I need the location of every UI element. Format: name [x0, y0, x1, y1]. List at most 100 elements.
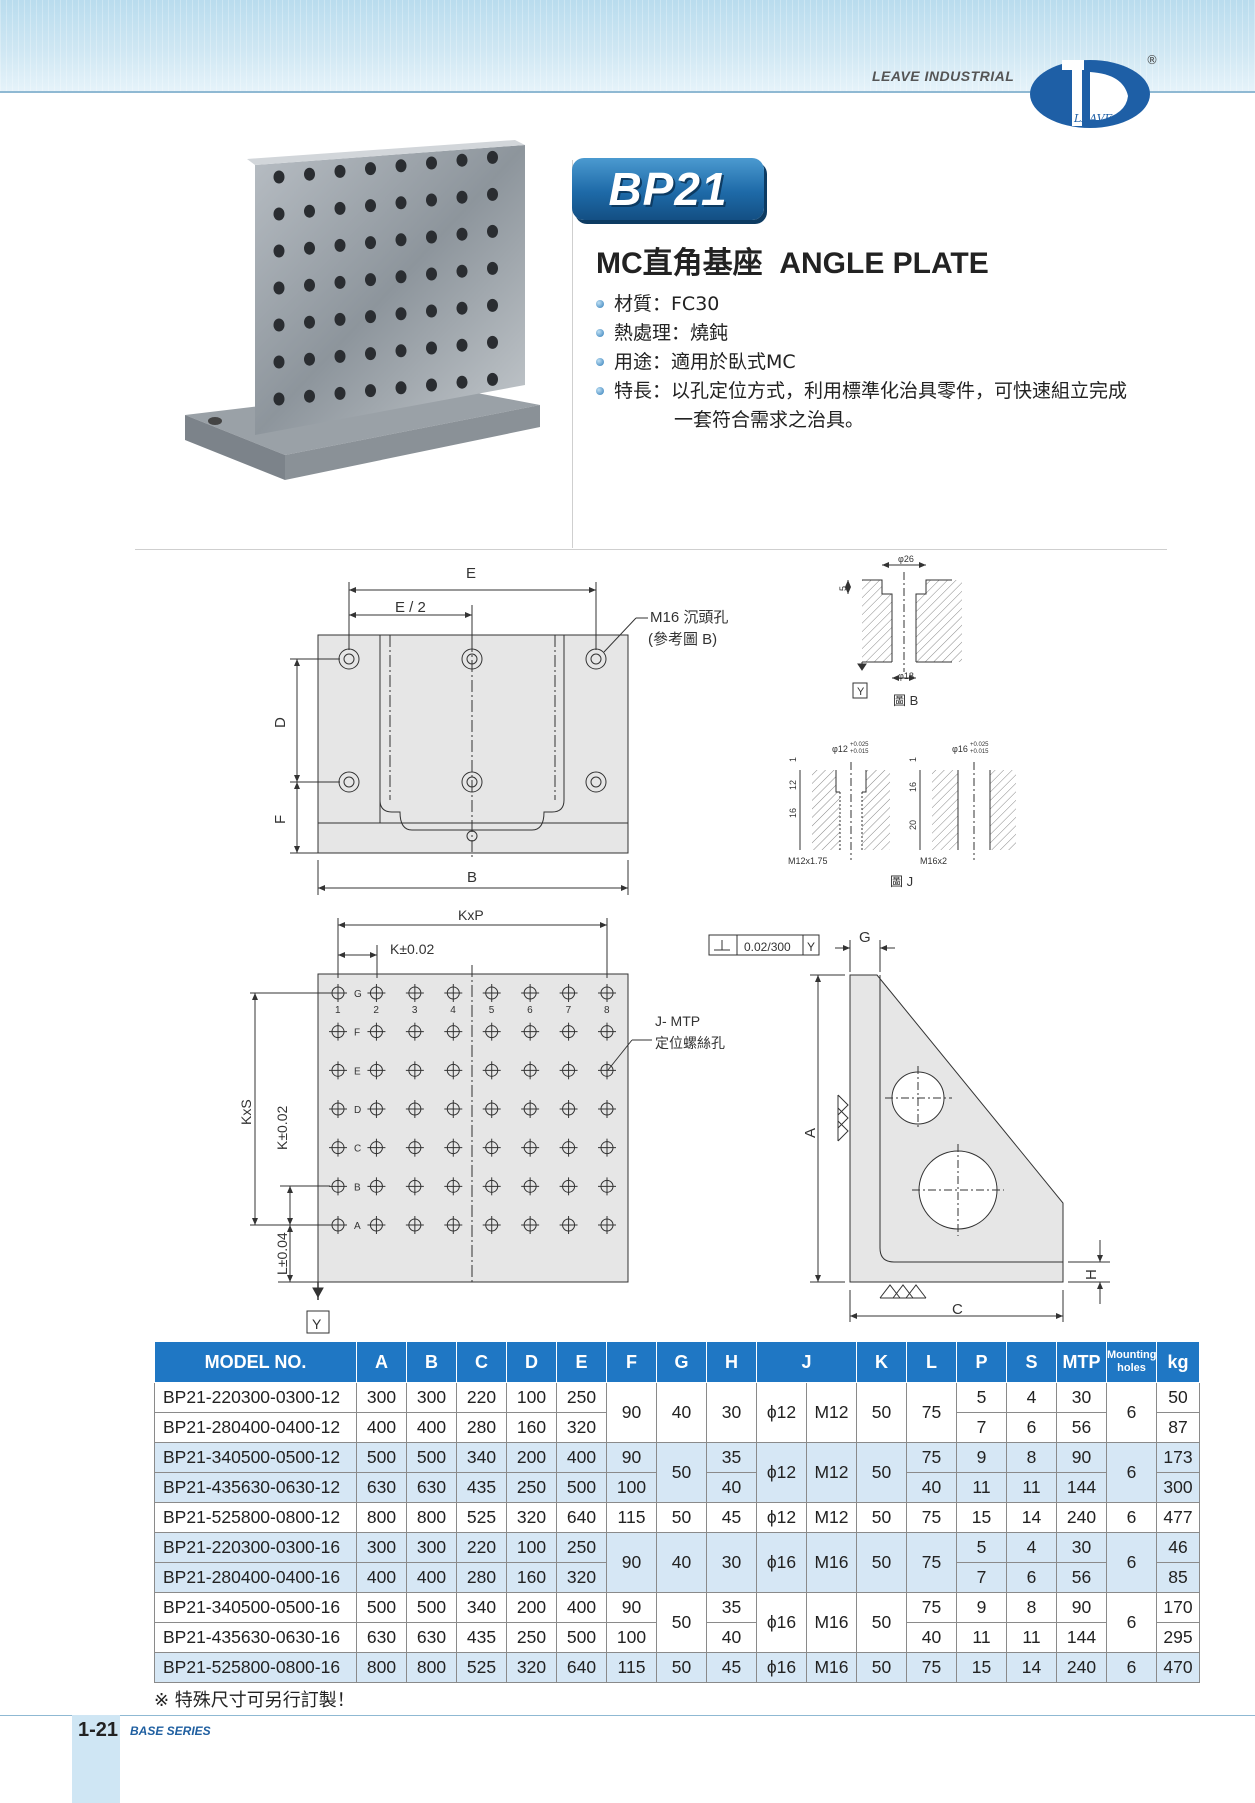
photo-hole — [426, 156, 437, 170]
photo-hole — [456, 190, 468, 204]
value-cell: 7 — [956, 1412, 1008, 1443]
m16-note: M16 沉頭孔 — [650, 609, 728, 626]
dim-E: E — [466, 565, 476, 582]
photo-hole — [426, 193, 437, 207]
locating-hole — [444, 1177, 463, 1196]
locating-hole — [559, 1177, 578, 1196]
locating-hole — [367, 1061, 386, 1080]
value-cell: 8 — [1006, 1442, 1058, 1473]
figure-j — [799, 762, 1016, 860]
photo-hole — [304, 315, 315, 329]
page-number: 1-21 — [78, 1719, 119, 1741]
value-cell: 200 — [506, 1592, 557, 1623]
model-cell: BP21-220300-0300-16 — [154, 1532, 357, 1563]
col-f: F — [606, 1341, 657, 1383]
value-cell: 5 — [956, 1382, 1008, 1413]
spec-usage: 用途：適用於臥式MC — [596, 348, 1127, 377]
model-cell: BP21-435630-0630-16 — [154, 1622, 357, 1653]
photo-hole — [273, 355, 285, 369]
value-cell: 45 — [706, 1502, 757, 1533]
photo-hole — [365, 310, 376, 324]
locating-hole — [405, 1216, 424, 1234]
company-name: LEAVE INDUSTRIAL — [872, 68, 1015, 84]
value-cell: 400 — [406, 1412, 457, 1443]
value-cell: 6 — [1106, 1592, 1158, 1653]
figj-label: 圖 J — [890, 874, 913, 889]
locating-hole — [444, 1061, 463, 1080]
value-cell: 90 — [606, 1382, 657, 1443]
value-cell: 4 — [1006, 1532, 1058, 1563]
m16-note-ref: (參考圖 B) — [648, 631, 717, 648]
value-cell: 50 — [656, 1502, 707, 1533]
locating-hole — [521, 984, 540, 1002]
value-cell: 30 — [706, 1532, 757, 1593]
dim-B: B — [467, 869, 477, 886]
front-view — [290, 582, 648, 895]
locating-hole — [598, 984, 616, 1002]
value-cell: 800 — [406, 1502, 457, 1533]
locating-hole — [405, 984, 424, 1002]
locating-hole — [559, 1100, 578, 1118]
value-cell: 50 — [856, 1382, 908, 1443]
photo-hole — [456, 375, 468, 389]
photo-hole — [365, 199, 376, 213]
photo-hole — [334, 238, 346, 252]
dim-F: F — [272, 815, 289, 824]
value-cell: 320 — [506, 1652, 557, 1683]
figj-d12: φ12 — [832, 744, 848, 754]
spec-list: 材質：FC30 熱處理：燒鈍 用途：適用於臥式MC 特長：以孔定位方式，利用標準… — [596, 290, 1127, 435]
figj-right-16: 16 — [908, 782, 918, 792]
photo-hole — [395, 159, 407, 173]
custom-size-note: ※ 特殊尺寸可另行訂製！ — [154, 1690, 355, 1711]
dim-KxP: KxP — [458, 907, 484, 923]
photo-hole — [304, 167, 315, 181]
value-cell: 30 — [1056, 1532, 1108, 1563]
value-cell: 250 — [506, 1622, 557, 1653]
figj-d12-tol-dn: +0.015 — [850, 749, 869, 755]
locating-hole — [367, 1100, 386, 1118]
locating-hole — [329, 1138, 347, 1157]
grid-col-label: 5 — [489, 1005, 495, 1016]
value-cell: 40 — [706, 1472, 757, 1503]
grid-row-label: B — [354, 1182, 361, 1193]
value-cell: 40 — [656, 1532, 707, 1593]
value-cell: 90 — [1056, 1442, 1108, 1473]
spec-table: MODEL NO. A B C D E F G H J K L P S MTP … — [154, 1341, 1201, 1683]
value-cell: 173 — [1156, 1442, 1201, 1473]
product-title: MC直角基座 ANGLE PLATE — [596, 247, 989, 280]
figb-depth: 5 — [838, 586, 848, 591]
locating-hole — [559, 984, 578, 1002]
photo-hole — [334, 201, 346, 215]
photo-hole — [395, 196, 407, 210]
dim-G: G — [859, 929, 871, 946]
value-cell: 630 — [406, 1472, 457, 1503]
locating-hole — [521, 1100, 540, 1118]
value-cell: 800 — [356, 1652, 407, 1683]
dim-K-vertical: K±0.02 — [274, 1106, 290, 1150]
dim-A: A — [802, 1128, 819, 1138]
value-cell: 300 — [406, 1532, 457, 1563]
photo-hole — [334, 386, 346, 400]
value-cell: 15 — [956, 1502, 1008, 1533]
value-cell: 90 — [606, 1592, 657, 1623]
grid-col-label: 4 — [450, 1005, 456, 1016]
locating-hole — [444, 1100, 463, 1118]
value-cell: 50 — [856, 1442, 908, 1503]
locating-hole — [482, 1216, 501, 1234]
value-cell: 340 — [456, 1592, 507, 1623]
value-cell: 50 — [656, 1442, 707, 1503]
leave-logo: LEAVE ® — [1030, 53, 1158, 128]
value-cell: 4 — [1006, 1382, 1058, 1413]
photo-hole — [334, 275, 346, 289]
value-cell: 477 — [1156, 1502, 1201, 1533]
photo-hole — [334, 164, 346, 178]
vertical-divider — [572, 160, 573, 548]
col-k: K — [856, 1341, 908, 1383]
locating-hole — [329, 1100, 347, 1118]
dim-K-horizontal: K±0.02 — [390, 941, 434, 957]
value-cell: 115 — [606, 1652, 657, 1683]
value-cell: 11 — [1006, 1622, 1058, 1653]
value-cell: 340 — [456, 1442, 507, 1473]
dim-E-half: E / 2 — [395, 599, 426, 616]
